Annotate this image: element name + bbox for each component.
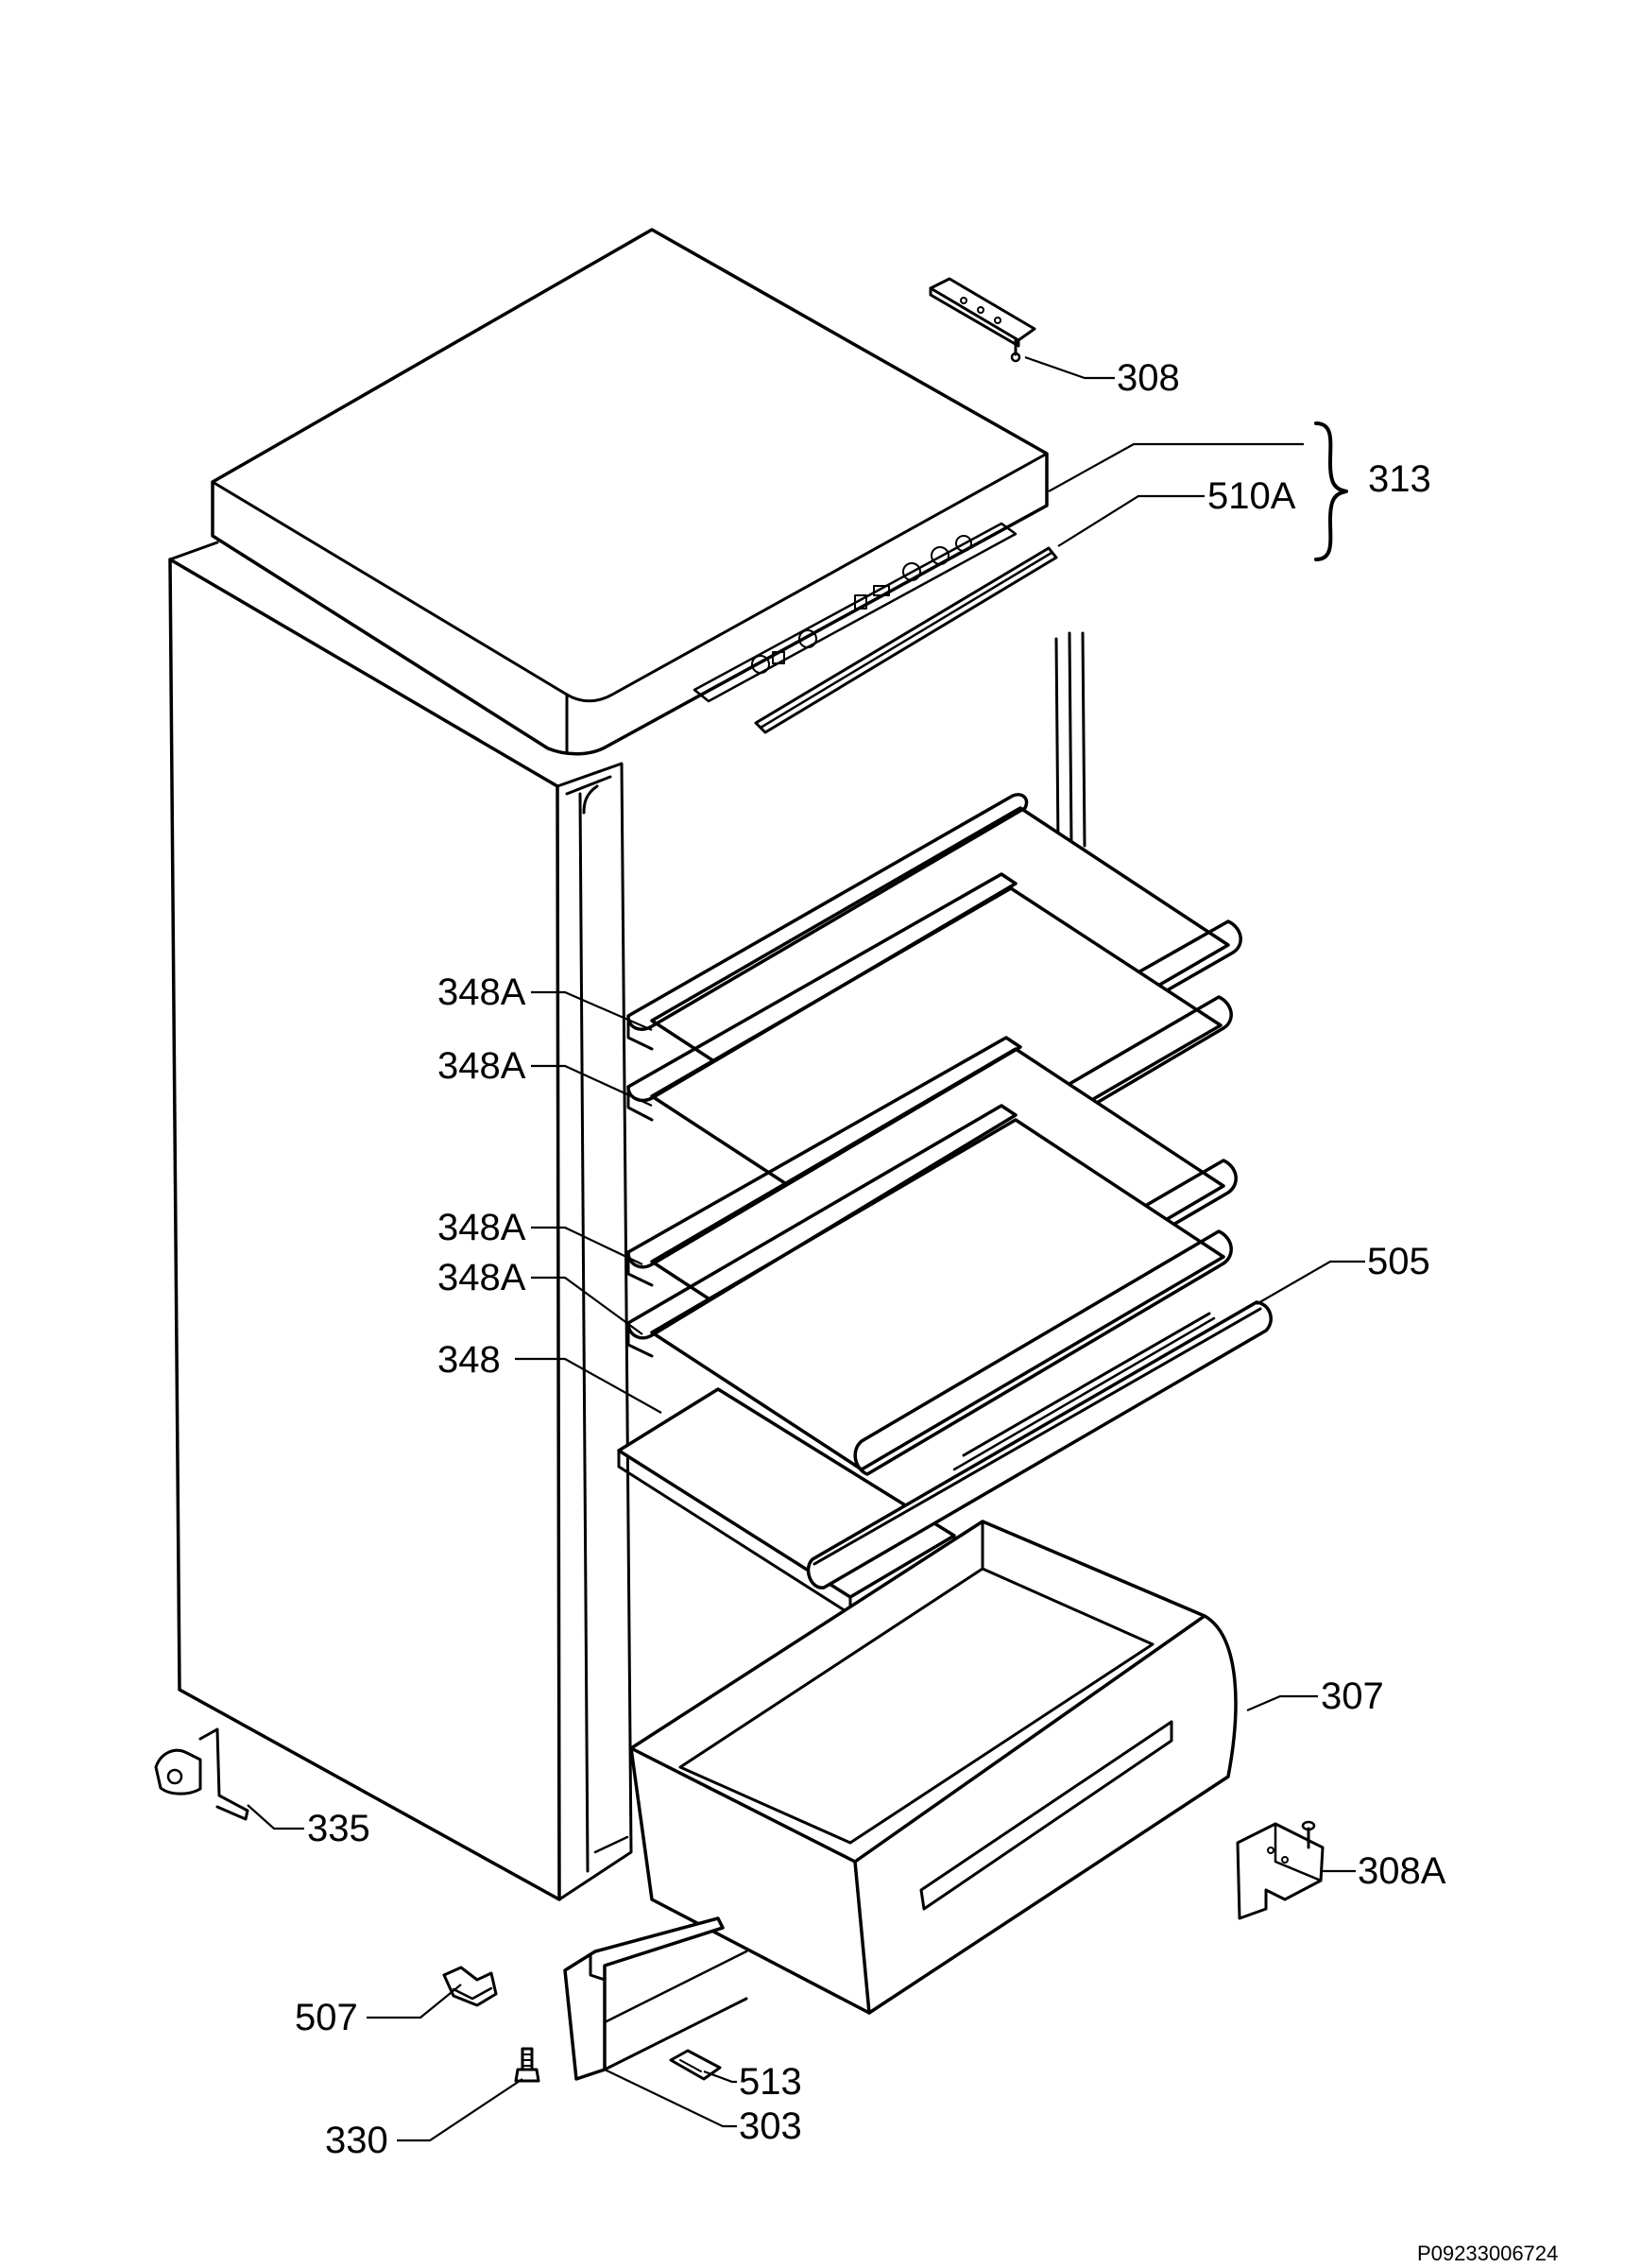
label-308: 308: [1117, 357, 1180, 399]
label-348a-1: 348A: [437, 971, 526, 1013]
top-cover: [211, 228, 1058, 756]
label-330: 330: [325, 2120, 388, 2161]
clip-507: [442, 1966, 498, 2007]
shelf-348a-4: [626, 1104, 1233, 1476]
bottom-hinge-335: [154, 1727, 249, 1821]
label-307: 307: [1321, 1675, 1384, 1717]
cabinet-body: [168, 541, 1086, 1901]
foot-330: [514, 2047, 540, 2083]
label-308a: 308A: [1358, 1850, 1446, 1892]
rail-505: [806, 1300, 1273, 1589]
bracket-313: [1314, 421, 1348, 561]
label-335: 335: [307, 1808, 370, 1849]
leader-lines: [247, 355, 1365, 2142]
crisper-drawer: [629, 1520, 1238, 2015]
label-513: 513: [739, 2061, 802, 2103]
label-507: 507: [295, 1997, 358, 2038]
part-labels: 308 313 510A 348A 348A 348A 348A 348 505…: [295, 357, 1558, 2265]
plinth-303: [563, 1916, 748, 2081]
label-303: 303: [739, 2105, 802, 2147]
label-348a-3: 348A: [437, 1207, 526, 1248]
label-313: 313: [1368, 458, 1431, 500]
label-510a: 510A: [1207, 475, 1296, 517]
label-348a-4: 348A: [437, 1257, 526, 1298]
label-505: 505: [1367, 1241, 1430, 1282]
label-348a-2: 348A: [437, 1045, 526, 1087]
label-348: 348: [437, 1339, 501, 1381]
drawing-code: P09233006724: [1417, 2242, 1558, 2265]
hinge-308a: [1236, 1820, 1325, 1920]
top-hinge: [929, 277, 1036, 363]
